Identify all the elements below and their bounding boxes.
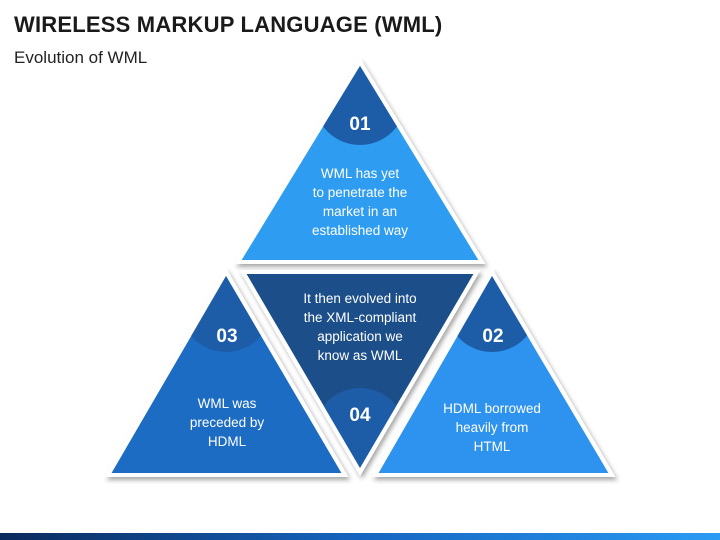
stage-04-line-4: know as WML [318, 348, 403, 363]
stage-01-triangle: 01 WML has yet to penetrate the market i… [234, 58, 486, 264]
slide-title: WIRELESS MARKUP LANGUAGE (WML) [14, 12, 443, 37]
stage-03-line-2: preceded by [190, 415, 265, 430]
stage-02-line-1: HDML borrowed [443, 401, 541, 416]
stage-03-number: 03 [216, 326, 237, 347]
stage-03-line-1: WML was [198, 396, 257, 411]
slide-subtitle: Evolution of WML [14, 48, 148, 67]
stage-01-line-3: market in an [323, 204, 397, 219]
stage-04-line-3: application we [317, 329, 403, 344]
stage-03-triangle: 03 WML was preceded by HDML [104, 268, 349, 477]
stage-04-line-2: the XML-compliant [304, 310, 417, 325]
stage-03-line-3: HDML [208, 434, 247, 449]
bottom-accent-bar [0, 533, 720, 540]
stage-02-line-2: heavily from [456, 420, 529, 435]
stage-04-number: 04 [349, 405, 371, 426]
stage-01-line-1: WML has yet [321, 166, 400, 181]
stage-04-triangle: It then evolved into the XML-compliant a… [239, 270, 481, 476]
stage-02-number: 02 [482, 326, 503, 347]
stage-04-line-1: It then evolved into [303, 291, 416, 306]
stage-01-line-4: established way [312, 223, 408, 238]
stage-02-line-3: HTML [474, 439, 511, 454]
stage-01-number: 01 [349, 114, 371, 135]
stage-01-line-2: to penetrate the [313, 185, 408, 200]
